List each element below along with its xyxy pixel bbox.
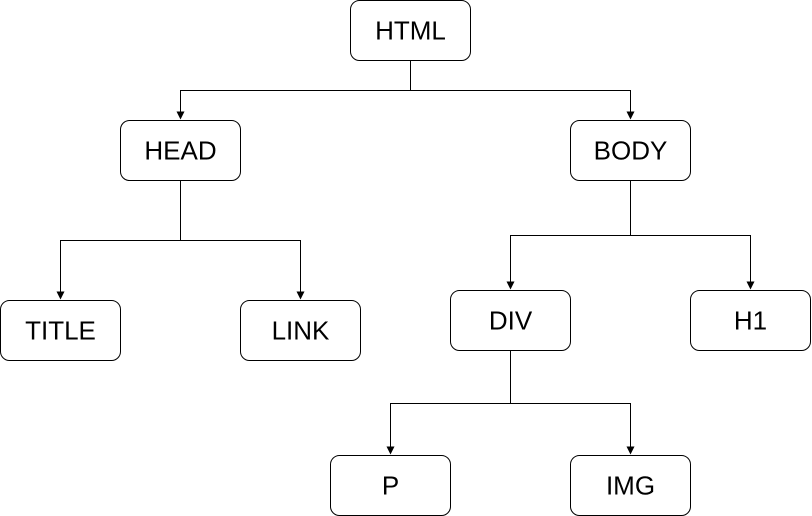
node-head-box xyxy=(120,120,241,181)
edge-body-to-div xyxy=(510,180,631,284)
node-h1-label: H1 xyxy=(734,306,767,336)
node-body-box xyxy=(570,120,691,181)
node-h1-box xyxy=(690,290,811,351)
arrowhead-body-to-h1 xyxy=(746,281,755,290)
node-title-label: TITLE xyxy=(25,316,96,346)
node-div-box xyxy=(450,290,571,351)
edge-html-to-head xyxy=(180,60,411,114)
edge-html-to-body xyxy=(410,60,631,114)
arrowhead-div-to-p xyxy=(386,446,395,455)
node-link-label: LINK xyxy=(272,316,330,346)
node-div: DIV xyxy=(450,290,571,351)
arrowhead-html-to-head xyxy=(176,111,185,120)
node-img-label: IMG xyxy=(606,471,655,501)
node-link-box xyxy=(240,300,361,361)
arrowhead-head-to-title xyxy=(56,291,65,300)
node-body: BODY xyxy=(570,120,691,181)
node-title-box xyxy=(0,300,121,361)
edge-div-to-p xyxy=(390,350,511,449)
node-img: IMG xyxy=(570,455,691,516)
node-html-label: HTML xyxy=(375,16,446,46)
node-html: HTML xyxy=(350,0,471,61)
edge-head-to-title xyxy=(60,180,181,294)
node-html-box xyxy=(350,0,471,61)
node-head: HEAD xyxy=(120,120,241,181)
edge-div-to-img xyxy=(510,350,631,449)
node-body-label: BODY xyxy=(594,136,668,166)
node-h1: H1 xyxy=(690,290,811,351)
arrowhead-body-to-div xyxy=(506,281,515,290)
node-title: TITLE xyxy=(0,300,121,361)
node-link: LINK xyxy=(240,300,361,361)
node-div-label: DIV xyxy=(489,306,533,336)
edge-body-to-h1 xyxy=(630,180,751,284)
arrowhead-html-to-body xyxy=(626,111,635,120)
edge-head-to-link xyxy=(180,180,301,294)
node-head-label: HEAD xyxy=(144,136,216,166)
edges-layer xyxy=(56,60,755,455)
arrowhead-head-to-link xyxy=(296,291,305,300)
node-p-label: P xyxy=(382,471,399,501)
arrowhead-div-to-img xyxy=(626,446,635,455)
node-p: P xyxy=(330,455,451,516)
